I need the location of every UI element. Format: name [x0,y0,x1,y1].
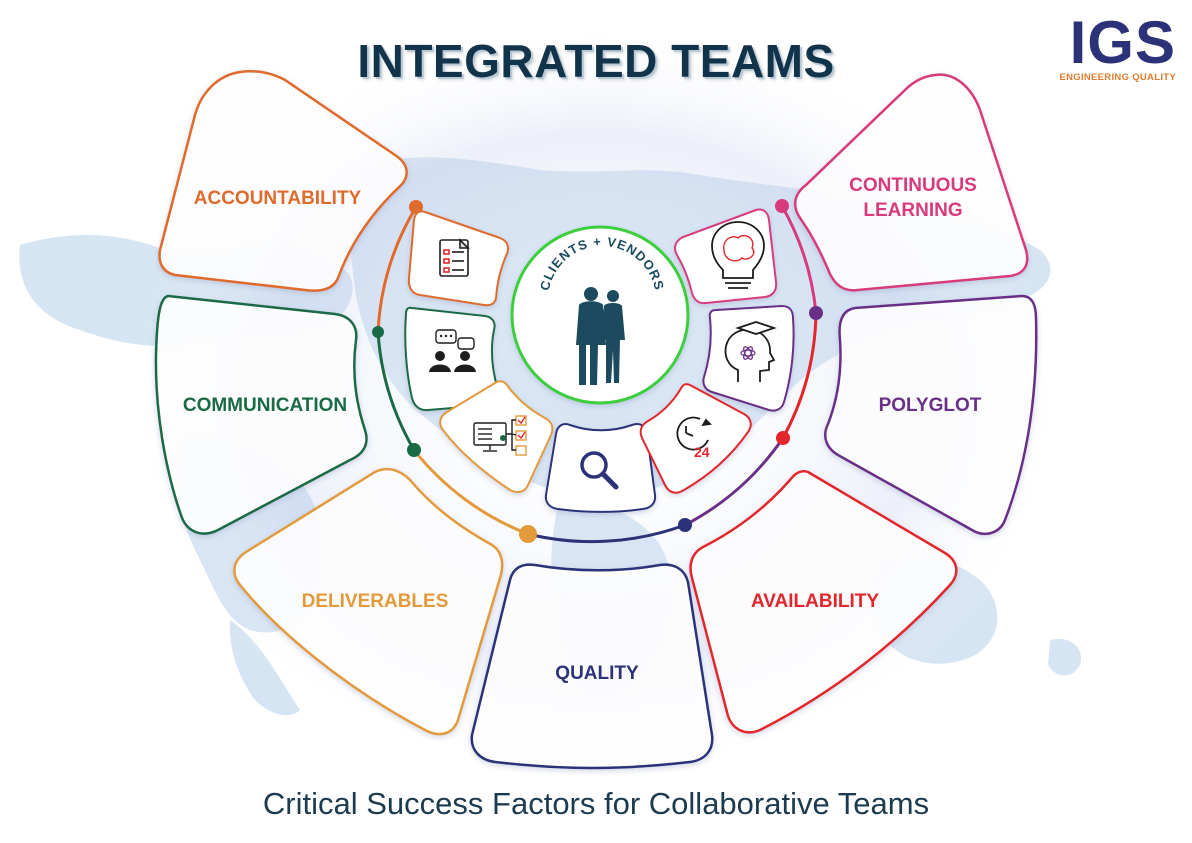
label-continuous-learning: CONTINUOUS LEARNING [849,175,977,221]
panel-polyglot[interactable] [824,294,1038,536]
logo-wordmark: IGS [1069,9,1176,76]
head-learning-icon [724,321,777,382]
panel-availability[interactable] [689,470,958,734]
label-quality: QUALITY [555,663,639,684]
business-people-icon [576,287,625,385]
panel-quality[interactable] [470,563,714,770]
factor-panels [154,70,1038,770]
clock-24-icon [676,416,712,451]
label-communication: COMMUNICATION [182,395,348,416]
page-title: INTEGRATED TEAMS [357,35,835,87]
panel-communication[interactable] [154,294,368,535]
label-deliverables: DELIVERABLES [301,591,449,612]
svg-text:CLIENTS + VENDORS: CLIENTS + VENDORS [537,234,667,292]
document-checklist-icon [439,238,470,277]
label-polyglot: POLYGLOT [878,395,982,416]
page-subtitle: Critical Success Factors for Collaborati… [262,786,930,821]
logo-tagline: ENGINEERING QUALITY [1059,72,1176,83]
connector-dots [372,199,823,543]
tile-communication[interactable] [404,306,500,412]
tile-availability[interactable] [639,383,752,494]
label-availability: AVAILABILITY [750,591,880,612]
igs-logo: IGS ENGINEERING QUALITY [1059,9,1176,84]
monitor-checklist-icon [473,415,527,456]
clock-24-text: 24 [694,444,710,460]
label-accountability: ACCOUNTABILITY [193,188,362,209]
panel-accountability[interactable] [158,70,408,292]
tile-quality[interactable] [544,423,657,513]
center-label: CLIENTS + VENDORS [537,234,666,292]
people-chat-icon [429,329,476,372]
panel-deliverables[interactable] [233,468,504,736]
lightbulb-brain-icon [711,221,765,289]
magnifier-icon [580,451,619,490]
panel-continuous-learning[interactable] [793,73,1029,292]
connector-arc [376,204,818,544]
